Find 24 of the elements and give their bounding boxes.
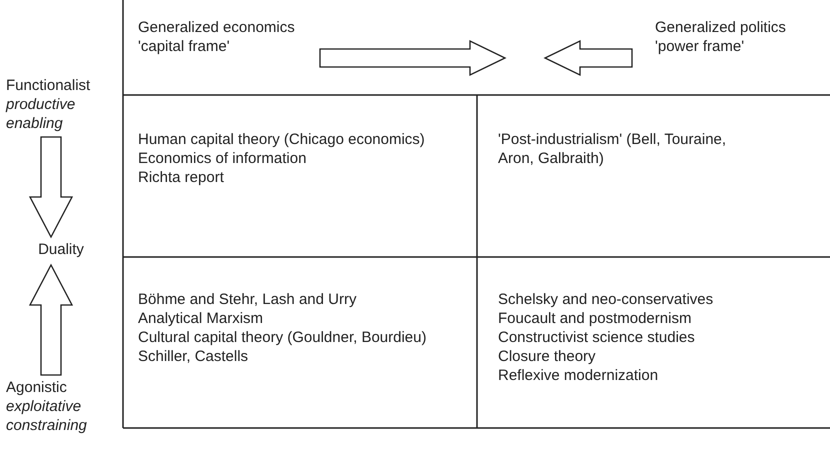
cell-text: Generalized economics 'capital frame' [138,18,296,56]
cell-text: Schelsky and neo-conservatives [498,290,714,309]
cell-text: Constructivist science studies [498,328,696,347]
cell-text: 'Post-industrialism' (Bell, Touraine, Aron, Galbraith) [498,130,728,168]
cell-text: Closure theory [498,347,597,366]
cell-text: Böhme and Stehr, Lash and Urry [138,290,358,309]
cell-text: Reflexive modernization [498,366,660,385]
cell-text: Cultural capital theory (Gouldner, Bourdieu) [138,328,428,347]
block-arrow [319,40,506,76]
cell-text: Duality [37,240,85,259]
block-arrow [28,136,74,238]
cell-text: Human capital theory (Chicago economics) [138,130,426,149]
block-arrow [544,40,633,76]
cell-text: productive enabling [6,95,76,133]
cell-text: Agonistic [6,378,68,397]
cell-text: Generalized politics 'power frame' [655,18,787,56]
cell-text: Analytical Marxism [138,309,264,328]
cell-text: Foucault and postmodernism [498,309,692,328]
cell-text: Functionalist [6,76,92,95]
cell-text: exploitative constraining [6,397,88,435]
cell-text: Economics of information [138,149,308,168]
cell-text: Richta report [138,168,225,187]
block-arrow [28,264,74,376]
cell-text: Schiller, Castells [138,347,250,366]
